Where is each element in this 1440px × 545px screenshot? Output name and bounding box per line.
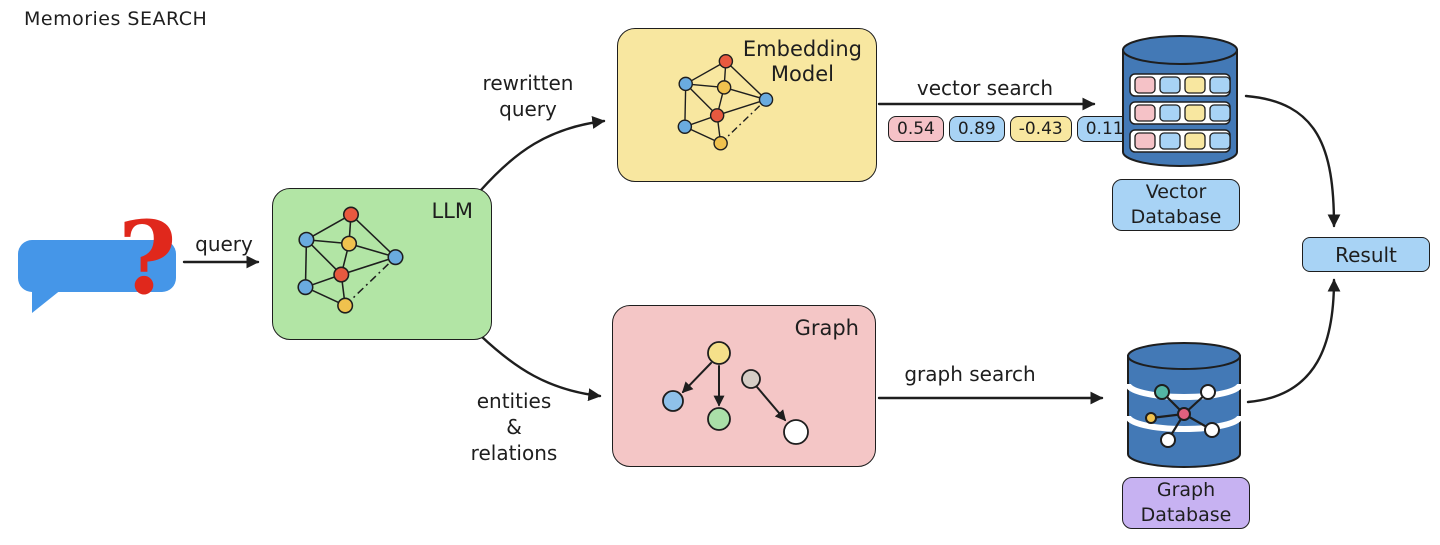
- neural-network-icon: [297, 206, 404, 314]
- diagram-title: Memories SEARCH: [24, 8, 208, 30]
- chat-bubble-icon: [18, 240, 176, 292]
- result-node: Result: [1302, 237, 1430, 272]
- edge-label-entities-relations: entities & relations: [470, 389, 558, 465]
- vector-database-icon: [1122, 35, 1238, 167]
- edge-label-rewritten-query: rewritten query: [482, 71, 574, 121]
- arrow-vectordb-to-result: [1244, 94, 1341, 228]
- vector-value-chip: -0.43: [1009, 116, 1072, 142]
- graph-icon: [662, 341, 809, 445]
- edge-label-vector-search: vector search: [916, 76, 1054, 100]
- embedding-model-label: Embedding Model: [742, 37, 862, 87]
- arrow-entities-relations: [479, 334, 602, 402]
- graph-database-icon: [1125, 342, 1243, 468]
- arrow-graphdb-to-result: [1246, 278, 1341, 404]
- vector-value-chip: 0.54: [888, 116, 944, 142]
- llm-label: LLM: [431, 199, 473, 223]
- graph-database-label: Graph Database: [1122, 477, 1250, 529]
- vector-database-label: Vector Database: [1112, 179, 1240, 231]
- vector-values: 0.54 0.89 -0.43 0.11: [888, 116, 1133, 142]
- llm-node: LLM: [272, 188, 492, 340]
- graph-node: Graph: [612, 305, 876, 467]
- question-mark: ?: [118, 199, 177, 317]
- arrow-rewritten-query: [479, 116, 606, 192]
- neural-network-icon: [677, 53, 774, 151]
- embedding-model-node: Embedding Model: [617, 28, 877, 182]
- graph-label: Graph: [794, 316, 859, 340]
- edge-label-graph-search: graph search: [904, 362, 1036, 386]
- edge-label-query: query: [195, 232, 253, 256]
- chat-bubble-tail: [32, 289, 62, 313]
- vector-value-chip: 0.89: [948, 116, 1005, 142]
